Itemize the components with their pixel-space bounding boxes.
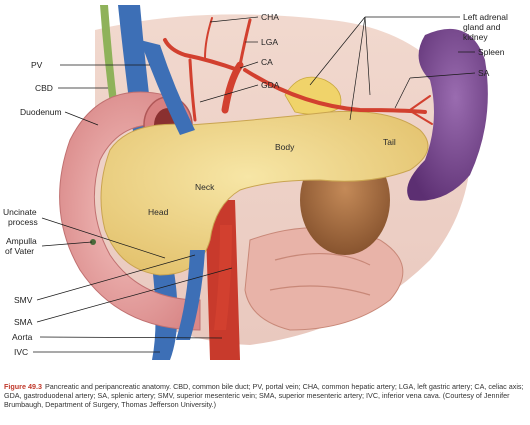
label-pv: PV: [31, 60, 43, 70]
label-sa: SA: [478, 68, 490, 78]
label-adrenal-3: kidney: [463, 32, 488, 42]
arterial-tree: [163, 17, 433, 125]
label-tail: Tail: [383, 137, 396, 147]
smv: [176, 250, 205, 340]
label-adrenal-1: Left adrenal: [463, 12, 508, 22]
label-gda: GDA: [261, 80, 280, 90]
label-spleen: Spleen: [478, 47, 505, 57]
label-ca: CA: [261, 57, 273, 67]
label-aorta: Aorta: [12, 332, 33, 342]
portal-vein: [140, 40, 195, 135]
caption-text: Pancreatic and peripancreatic anatomy. C…: [4, 382, 524, 409]
label-sma: SMA: [14, 317, 33, 327]
label-cbd: CBD: [35, 83, 53, 93]
sma: [214, 225, 232, 330]
label-ampulla-1: Ampulla: [6, 236, 37, 246]
figure-number: Figure 49.3: [4, 382, 42, 391]
label-uncinate-1: Uncinate: [3, 207, 37, 217]
label-ampulla-2: of Vater: [5, 246, 34, 256]
label-neck: Neck: [195, 182, 215, 192]
common-bile-duct: [100, 5, 118, 112]
label-ivc: IVC: [14, 347, 28, 357]
label-lga: LGA: [261, 37, 278, 47]
ampulla-of-vater: [90, 239, 96, 245]
label-body: Body: [275, 142, 295, 152]
leader-lines: [33, 16, 476, 353]
label-uncinate-2: process: [8, 217, 38, 227]
pancreatic-anatomy-illustration: PV CBD Duodenum Uncinate process Ampulla…: [3, 5, 508, 360]
spleen: [407, 28, 488, 201]
label-head: Head: [148, 207, 169, 217]
label-smv: SMV: [14, 295, 33, 305]
intestine-fold: [269, 253, 371, 296]
duodenum: [59, 91, 201, 331]
label-adrenal-2: gland and: [463, 22, 501, 32]
label-duodenum: Duodenum: [20, 107, 62, 117]
label-cha: CHA: [261, 12, 279, 22]
pancreas: [100, 110, 429, 276]
